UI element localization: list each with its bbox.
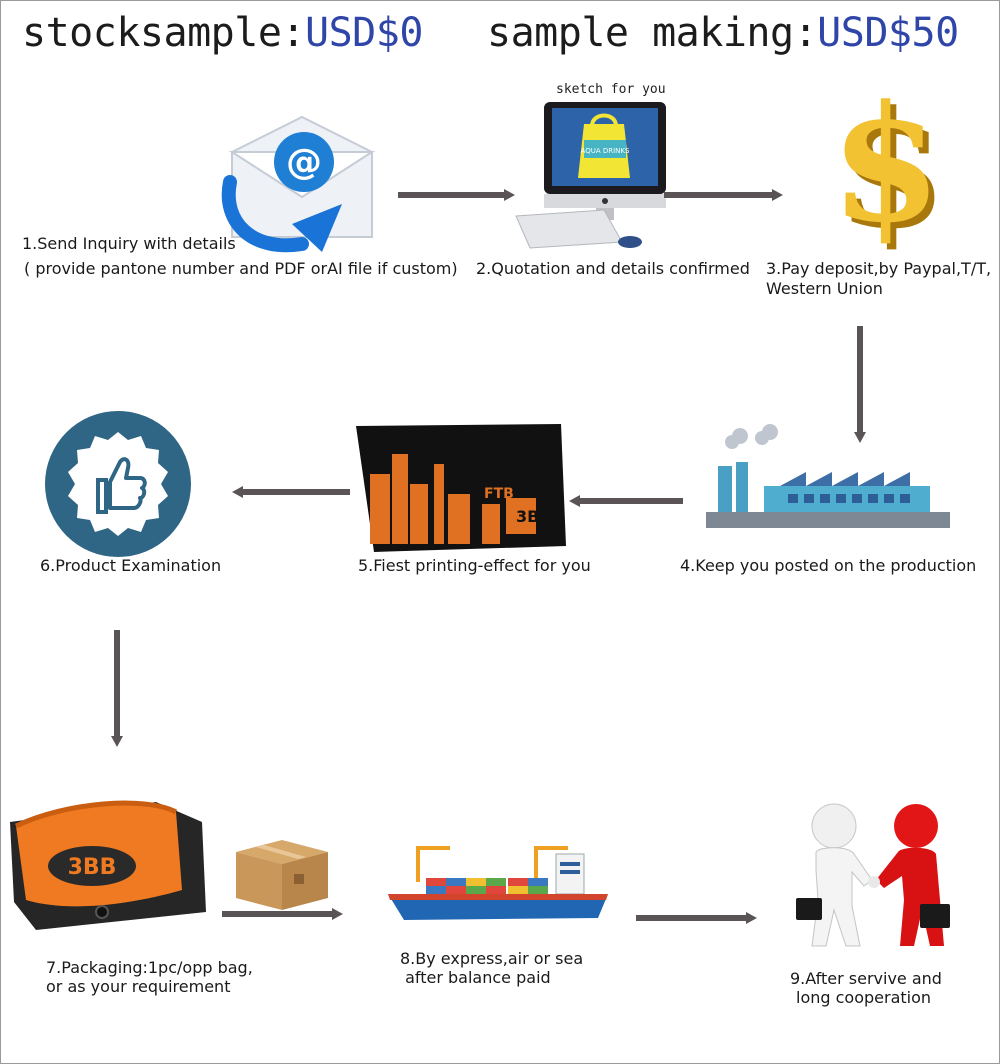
step-6-caption: 6.Product Examination	[40, 556, 222, 575]
handshake-figures-icon	[796, 803, 950, 947]
step-2-caption: 2.Quotation and details confirmed	[476, 259, 750, 278]
factory-icon	[706, 424, 950, 528]
bag-print-text: AQUA DRINKS	[581, 147, 630, 155]
arrow-head	[232, 486, 243, 498]
arrow-head	[504, 189, 515, 201]
thumbs-up-badge-icon	[45, 411, 191, 557]
fabric-print-text: FTB	[484, 486, 514, 502]
arrow-head	[332, 908, 343, 920]
arrow-head	[111, 736, 123, 747]
step-5-caption: 5.Fiest printing-effect for you	[358, 556, 591, 575]
step-7-detail: or as your requirement	[46, 977, 231, 996]
fabric-print-logo: 3BB	[516, 507, 552, 526]
step-4-caption: 4.Keep you posted on the production	[680, 556, 977, 575]
arrow-head	[854, 432, 866, 443]
arrow-step8-to-step9	[636, 915, 748, 921]
step-3-detail: Western Union	[766, 279, 883, 298]
dollar-sign-icon: $ $	[830, 70, 947, 264]
dollar-symbol: $	[830, 70, 941, 258]
step-9-detail: long cooperation	[796, 988, 932, 1007]
dollar-symbol-shadow: $	[836, 76, 947, 264]
arrow-step2-to-step3	[664, 192, 774, 198]
arrow-step7-to-step8	[222, 911, 334, 917]
step-7-caption: 7.Packaging:1pc/opp bag,	[46, 958, 253, 977]
step-1-caption: 1.Send Inquiry with details	[22, 234, 236, 253]
stock-sample-label: stocksample:	[22, 10, 305, 56]
stock-sample-price: USD$0	[304, 10, 423, 56]
step-3-caption: 3.Pay deposit,by Paypal,T/T,	[766, 259, 992, 278]
sample-making-label: sample making:	[487, 10, 818, 56]
step-8-caption: 8.By express,air or sea	[400, 949, 584, 968]
sketch-note: sketch for you	[556, 82, 666, 97]
arrow-head	[772, 189, 783, 201]
sample-making-heading: sample making:USD$50	[487, 10, 959, 56]
arrow-head	[569, 495, 580, 507]
computer-icon: AQUA DRINKS	[515, 102, 666, 249]
arrow-step4-to-step5	[579, 498, 683, 504]
step-8-detail: after balance paid	[400, 968, 551, 987]
cardboard-box-icon	[236, 840, 328, 910]
arrow-head	[746, 912, 757, 924]
arrow-step3-to-step4	[857, 326, 863, 434]
arrow-step6-to-step7	[114, 630, 120, 738]
sample-making-price: USD$50	[817, 10, 959, 56]
stock-sample-heading: stocksample:USD$0	[22, 10, 423, 56]
email-envelope-icon: @	[221, 115, 376, 253]
cargo-ship-icon	[388, 846, 608, 920]
bag-logo: 3BB	[68, 855, 117, 880]
printed-fabric-image: FTB 3BB	[356, 424, 566, 552]
step-1-detail: ( provide pantone number and PDF orAI fi…	[24, 259, 458, 278]
arrow-step1-to-step2	[398, 192, 506, 198]
folded-bag-image: 3BB	[10, 800, 206, 930]
arrow-step5-to-step6	[242, 489, 350, 495]
svg-text:@: @	[286, 142, 322, 183]
step-9-caption: 9.After servive and	[790, 969, 942, 988]
